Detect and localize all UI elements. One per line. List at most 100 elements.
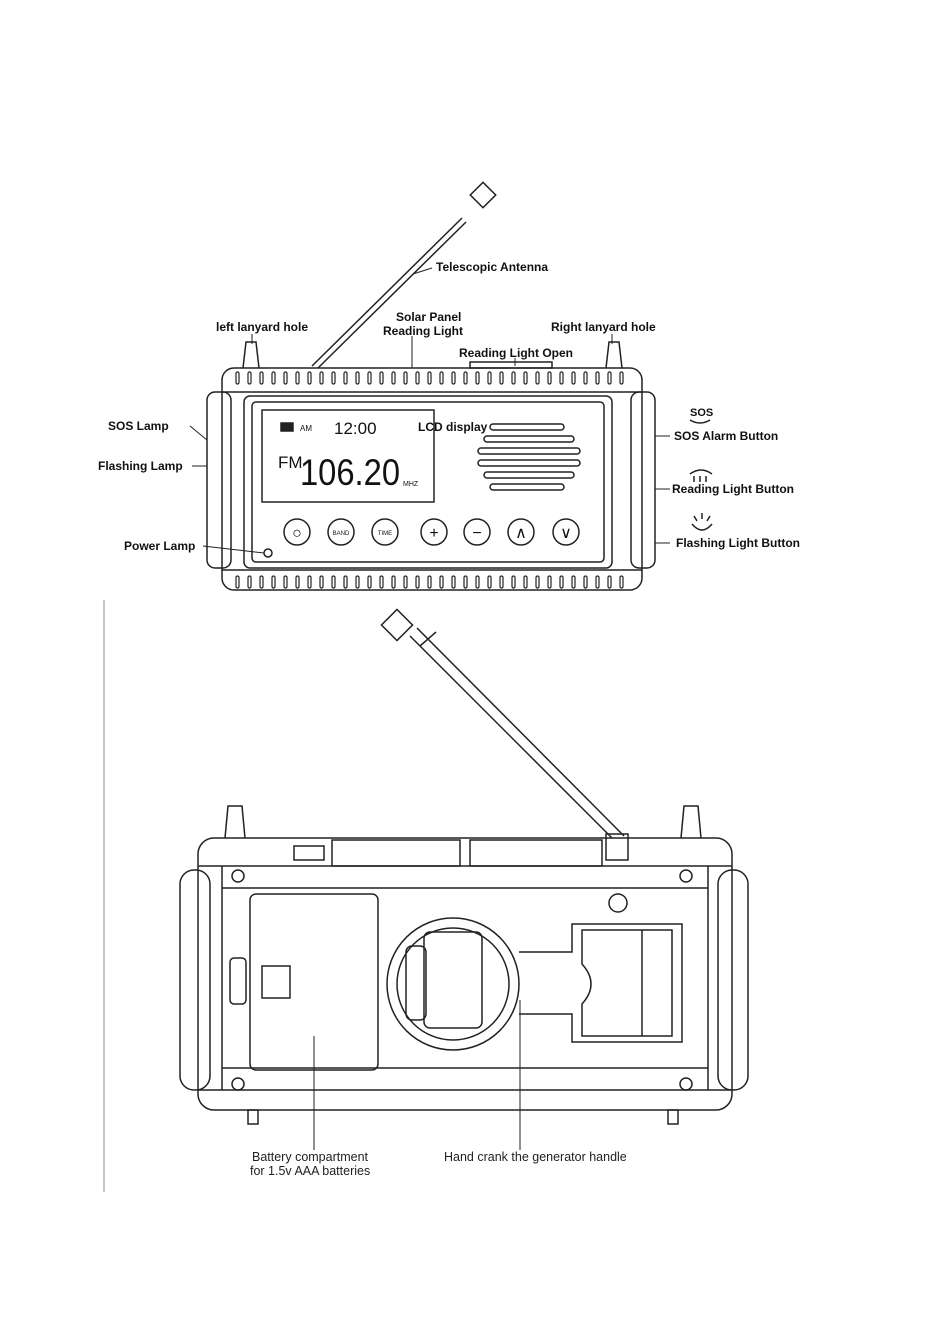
front-button-band [327,518,355,546]
vent-slot [451,575,456,589]
vent-slot [271,575,276,589]
vent-slot [235,575,240,589]
vent-slot [547,371,552,385]
button-symbol-plus: + [429,525,438,542]
vent-slot [307,371,312,385]
vent-slot [235,371,240,385]
vent-slot [271,371,276,385]
back-antenna-base [605,833,629,861]
back-screw [231,869,245,883]
vent-slot [259,575,264,589]
label-flashing-light-button: Flashing Light Button [676,536,800,550]
vent-slot [283,371,288,385]
front-antenna-rod [311,217,463,367]
vent-slot [463,575,468,589]
vent-slot [403,575,408,589]
hand-crank-wheel [386,917,520,1051]
vent-slot [331,371,336,385]
vent-slot [487,575,492,589]
lcd-battery-icon [280,422,294,432]
back-main-body [197,837,733,1111]
vent-slot [439,575,444,589]
label-lcd-display: LCD display [418,420,488,434]
vent-slot [403,371,408,385]
back-antenna-rod [409,635,613,839]
vent-slot [475,575,480,589]
front-vents [235,371,624,589]
label-sos-lamp: SOS Lamp [108,419,169,433]
vent-slot [391,371,396,385]
speaker-grille [489,423,565,431]
label-left-lanyard-hole: left lanyard hole [216,320,309,334]
vent-slot [511,575,516,589]
vent-slot [331,575,336,589]
vent-slot [415,371,420,385]
back-leader-lines [313,1000,521,1150]
left-side-cap [206,391,232,569]
vent-slot [415,575,420,589]
vent-slot [319,575,324,589]
vent-slot [391,575,396,589]
button-symbol-time: TIME [378,531,392,537]
vent-slot [247,371,252,385]
vent-slot [487,371,492,385]
vent-slot [583,575,588,589]
reading-light-strip [469,361,553,369]
vent-slot [451,371,456,385]
button-symbol-power: ○ [292,525,302,542]
vent-slot [343,371,348,385]
back-right-cap [717,869,749,1091]
front-button-time [371,518,399,546]
vent-slot [571,371,576,385]
reading-light-icon [689,469,713,482]
back-left-foot [224,805,246,839]
hand-crank-handle [423,931,483,1029]
vent-slot [463,371,468,385]
front-radio-body [206,181,713,591]
front-leader-lines [189,267,670,554]
button-symbol-band: BAND [333,531,350,537]
label-right-lanyard-hole: Right lanyard hole [551,320,656,334]
crank-arm [519,923,683,1043]
back-antenna-tip [380,608,414,642]
vent-slot [559,371,564,385]
vent-slot [559,575,564,589]
right-side-cap [630,391,656,569]
vent-slot [595,371,600,385]
front-button-plus [420,518,448,546]
label-solar-panel: Solar Panel [396,310,462,324]
lcd-band: FM [278,453,303,472]
back-bottom-tab [247,1109,259,1125]
vent-slot [595,575,600,589]
vent-slot [427,371,432,385]
vent-slot [535,575,540,589]
vent-slot [355,575,360,589]
front-button-up [507,518,535,546]
vent-slot [367,575,372,589]
vent-slot [583,371,588,385]
right-lanyard-hole [605,341,623,369]
sos-icon: SOS [690,407,713,419]
vent-slot [547,575,552,589]
vent-slot [283,575,288,589]
lcd-unit: MHZ [403,481,419,488]
vent-slot [607,575,612,589]
label-reading-light-button: Reading Light Button [672,482,794,496]
vent-slot [247,575,252,589]
label-sos-alarm-button: SOS Alarm Button [674,429,779,443]
front-button-power [283,518,311,546]
vent-slot [343,575,348,589]
vent-slot [379,575,384,589]
lcd-frequency: 106.20 [300,452,400,493]
vent-slot [355,371,360,385]
flashing-light-icon [691,513,713,531]
back-radio-body [179,608,749,1125]
vent-slot [523,575,528,589]
vent-slot [379,371,384,385]
front-button-minus [463,518,491,546]
vent-slot [523,371,528,385]
button-symbol-up: ∧ [515,525,527,542]
button-symbol-down: ∨ [560,525,572,542]
caption-battery-line2: for 1.5v AAA batteries [250,1164,371,1178]
